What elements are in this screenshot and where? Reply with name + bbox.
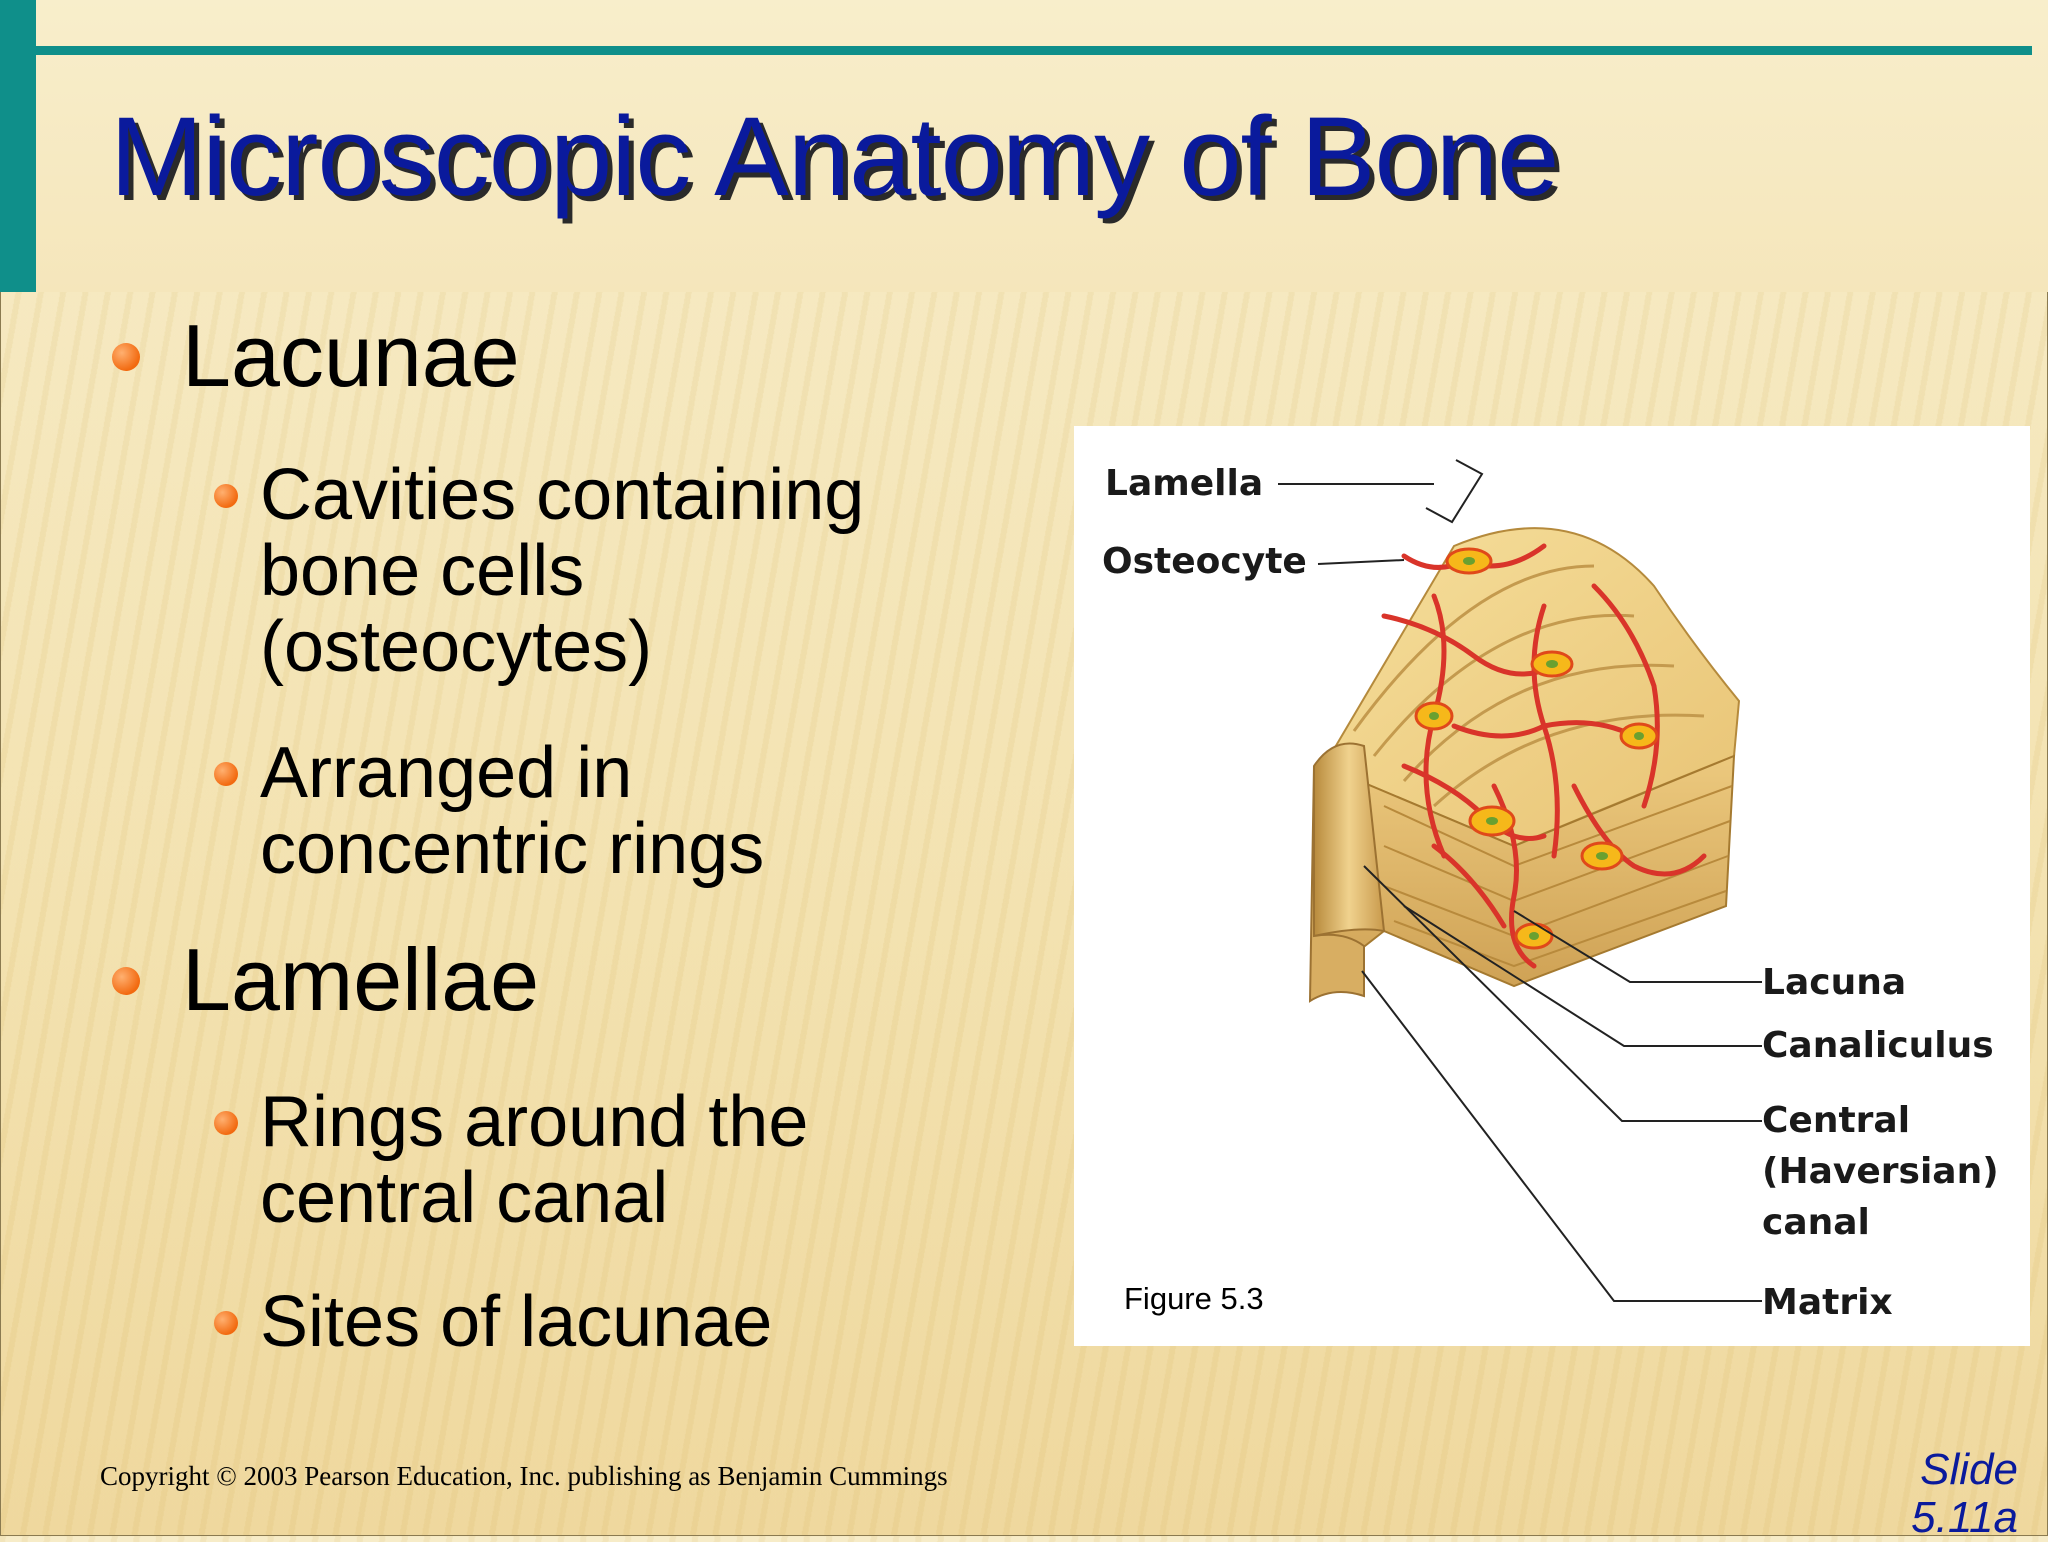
sub-bullet-line: Cavities containing xyxy=(260,455,865,535)
slide-number: Slide 5.11a xyxy=(1868,1446,2018,1542)
sub-bullet-line: (osteocytes) xyxy=(260,607,653,687)
teal-rule xyxy=(36,46,2032,55)
bullet-dot-icon xyxy=(214,762,238,786)
label-central-canal: (Haversian) xyxy=(1762,1151,1999,1192)
label-central-canal: canal xyxy=(1762,1202,1870,1243)
teal-accent-bar xyxy=(0,0,36,292)
sub-bullet-line: Arranged in xyxy=(260,733,633,813)
copyright-notice: Copyright © 2003 Pearson Education, Inc.… xyxy=(100,1461,948,1491)
sub-bullet-line: central canal xyxy=(260,1158,669,1238)
slide-title: Microscopic Anatomy of Bone xyxy=(110,94,1559,219)
osteon-illustration xyxy=(1278,459,1762,1302)
label-osteocyte: Osteocyte xyxy=(1102,541,1307,582)
sub-bullet-line: concentric rings xyxy=(260,809,765,889)
sub-bullet-line: Rings around the xyxy=(260,1082,809,1162)
bullet-dot-icon xyxy=(214,1111,238,1135)
label-matrix: Matrix xyxy=(1762,1282,1893,1323)
sub-bullet-line: bone cells xyxy=(260,531,585,611)
bullet-dot-icon xyxy=(112,967,140,995)
sub-bullet-line: Sites of lacunae xyxy=(260,1282,773,1362)
figure-caption: Figure 5.3 xyxy=(1124,1281,1264,1316)
bullet-dot-icon xyxy=(112,343,140,371)
bullet-dot-icon xyxy=(214,484,238,508)
label-central-canal: Central xyxy=(1762,1100,1911,1141)
label-lamella: Lamella xyxy=(1105,463,1264,504)
bullet-dot-icon xyxy=(214,1311,238,1335)
slide-number-value: 5.11a xyxy=(1911,1493,2018,1542)
bullet-lacunae: Lacunae xyxy=(182,306,520,405)
bone-figure: Lamella Osteocyte Lacuna Canaliculus Cen… xyxy=(1074,426,2030,1346)
bullet-lamellae: Lamellae xyxy=(182,930,540,1029)
slide-number-label: Slide xyxy=(1920,1445,2018,1494)
label-canaliculus: Canaliculus xyxy=(1762,1025,1994,1066)
label-lacuna: Lacuna xyxy=(1762,962,1907,1003)
